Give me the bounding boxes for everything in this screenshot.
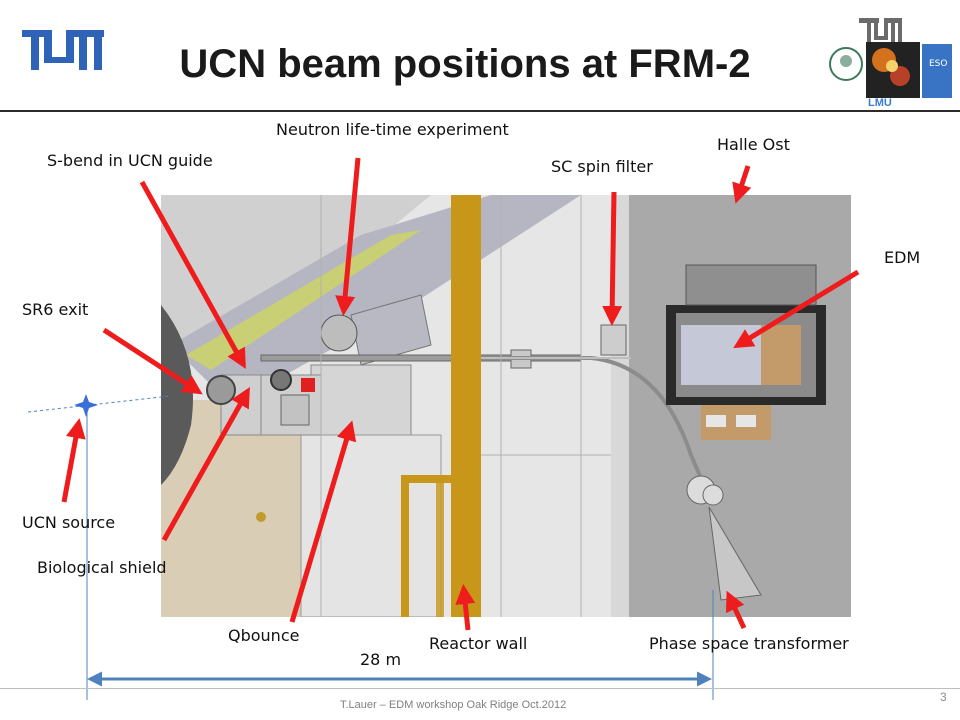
svg-text:ESO: ESO bbox=[929, 59, 947, 69]
svg-text:LMU: LMU bbox=[868, 97, 892, 106]
footer-divider bbox=[0, 688, 960, 689]
label-halle-ost: Halle Ost bbox=[717, 135, 790, 154]
label-phase-space-transformer: Phase space transformer bbox=[649, 634, 849, 653]
label-ucn-source: UCN source bbox=[22, 513, 116, 532]
ucn-source-star-icon bbox=[74, 394, 98, 417]
label-distance: 28 m bbox=[360, 650, 402, 669]
tum-mpg-eso-lmu-logos: ESO LMU bbox=[826, 14, 956, 111]
slide-title: UCN beam positions at FRM-2 bbox=[179, 42, 751, 86]
footer-text: T.Lauer – EDM workshop Oak Ridge Oct.201… bbox=[340, 699, 567, 711]
label-qbounce: Qbounce bbox=[228, 626, 300, 645]
title-divider bbox=[0, 110, 960, 112]
floor-plan bbox=[161, 195, 851, 622]
arrow-halle-ost bbox=[732, 165, 752, 204]
page-number: 3 bbox=[940, 690, 947, 704]
label-s-bend: S-bend in UCN guide bbox=[47, 151, 213, 170]
label-neutron-lifetime: Neutron life-time experiment bbox=[276, 120, 509, 139]
label-edm: EDM bbox=[884, 248, 921, 267]
label-sr6-exit: SR6 exit bbox=[22, 300, 89, 319]
label-sc-spin-filter: SC spin filter bbox=[551, 157, 653, 176]
arrow-ucn-source bbox=[61, 418, 86, 503]
label-biological-shield: Biological shield bbox=[37, 558, 167, 577]
tum-logo bbox=[22, 30, 104, 79]
label-reactor-wall: Reactor wall bbox=[429, 634, 528, 653]
guide-line-dashed bbox=[27, 395, 171, 413]
